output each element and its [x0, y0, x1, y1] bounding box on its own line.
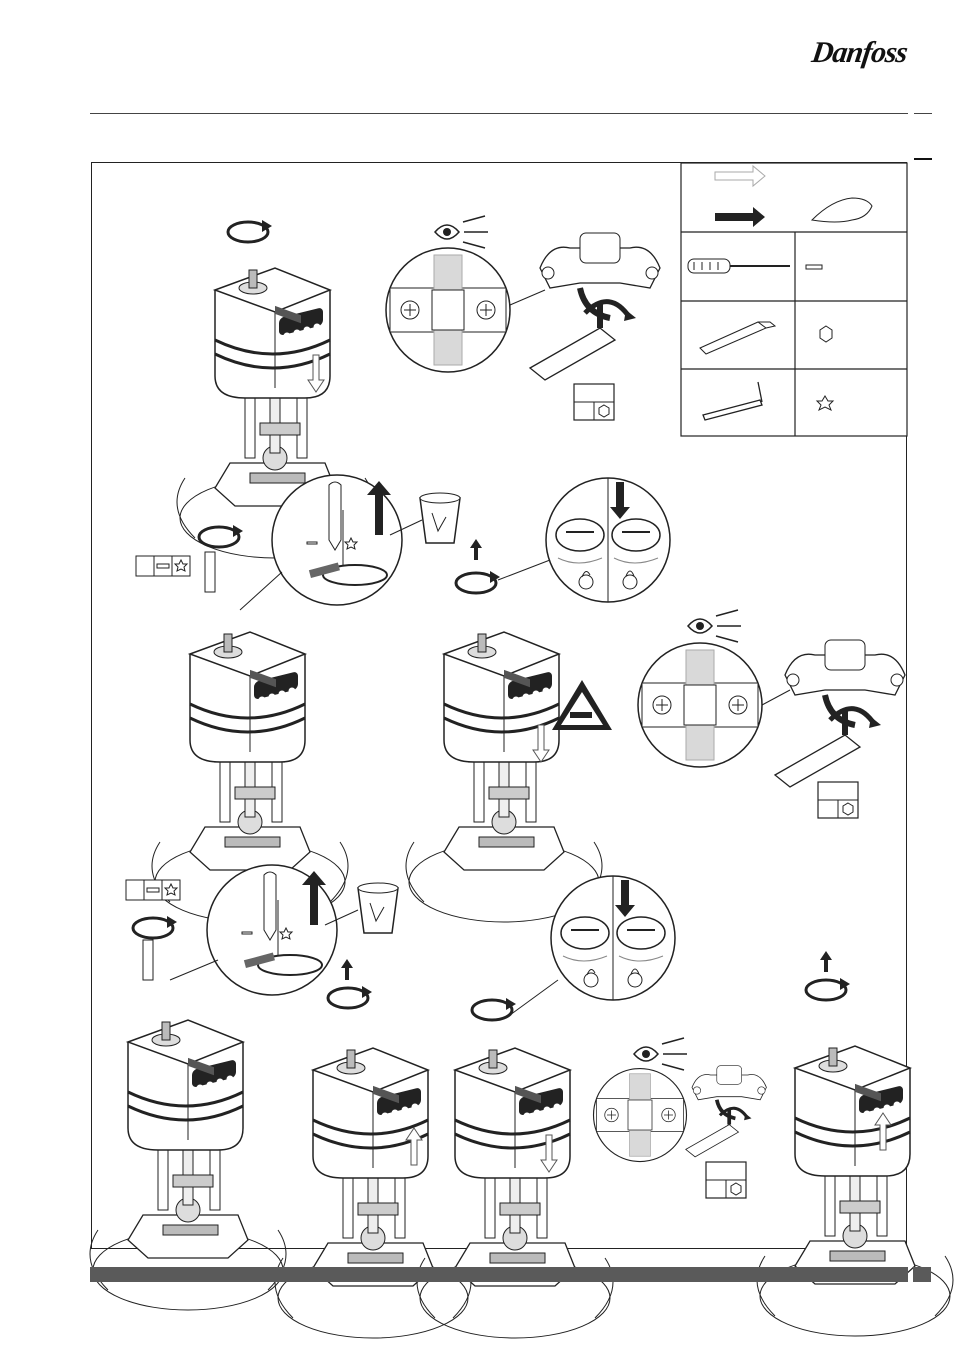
clamp-detail	[638, 643, 762, 767]
rotate-arrow-icon	[133, 916, 177, 938]
legend-panel	[681, 163, 907, 436]
lock-detail	[551, 876, 675, 1000]
hex-tool-box	[706, 1162, 746, 1198]
actuator-illustration	[275, 1048, 471, 1338]
clamp-hex-key-illustration	[686, 1066, 767, 1157]
eye-icon	[435, 216, 488, 248]
trash-icon	[420, 493, 460, 543]
lock-detail	[546, 478, 670, 602]
rotate-arrow-icon	[328, 986, 372, 1008]
warning-hand-crush-icon	[552, 680, 612, 730]
rotate-arrow-icon	[456, 571, 500, 593]
footer-block	[913, 1267, 931, 1282]
tool-box	[126, 880, 180, 900]
tool-box	[136, 556, 190, 576]
rotate-arrow-icon	[806, 978, 850, 1000]
clamp-hex-key-illustration	[775, 640, 905, 787]
clamp-detail	[594, 1069, 687, 1162]
rotate-arrow-icon	[199, 525, 243, 547]
footer-bar	[90, 1267, 908, 1282]
actuator-illustration	[417, 1048, 613, 1338]
clamp-hex-key-illustration	[530, 233, 660, 380]
rotate-arrow-icon	[228, 220, 272, 242]
screwdriver-detail	[272, 475, 402, 605]
hex-tool-box	[574, 384, 614, 420]
clamp-detail	[386, 248, 510, 372]
actuator-illustration	[757, 1046, 953, 1336]
trash-icon	[358, 883, 398, 933]
rotate-arrow-icon	[472, 998, 516, 1020]
screwdriver-detail	[207, 865, 337, 995]
eye-icon	[634, 1038, 687, 1070]
hex-tool-box	[818, 782, 858, 818]
eye-icon	[688, 610, 741, 642]
actuator-illustration	[406, 632, 602, 922]
